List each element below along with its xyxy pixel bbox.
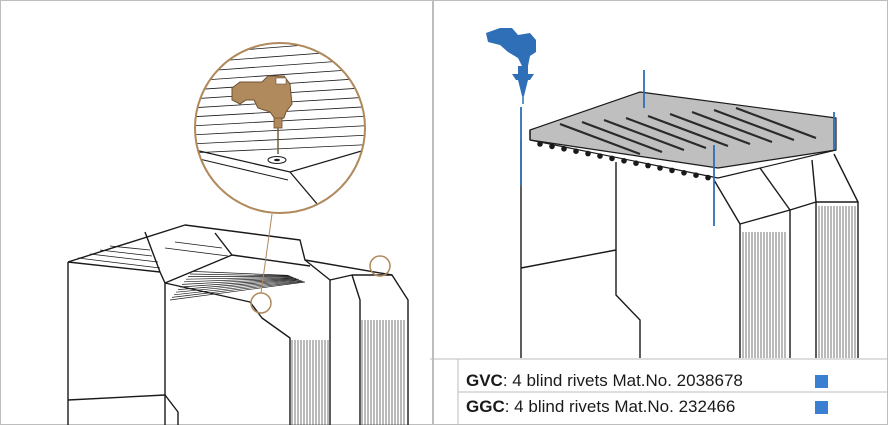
caption-row-ggc: GGC: 4 blind rivets Mat.No. 232466 — [466, 397, 735, 421]
caption-row-gvc: GVC: 4 blind rivets Mat.No. 2038678 — [466, 371, 743, 395]
caption-frame — [430, 358, 888, 425]
rivet-tool-icon — [486, 28, 536, 104]
side-grille — [291, 320, 405, 425]
caption-text-ggc: : 4 blind rivets Mat.No. 232466 — [504, 397, 736, 416]
rivet-markers — [520, 70, 835, 226]
rivet-highlight-2 — [369, 255, 391, 277]
zoom-circle — [194, 42, 366, 214]
marker-square-icon — [815, 375, 828, 388]
zoom-detail — [195, 43, 365, 213]
top-grille — [169, 271, 306, 301]
tray-ribs — [559, 106, 817, 156]
rivet-caption: GVC: 4 blind rivets Mat.No. 2038678 GGC:… — [430, 358, 888, 425]
tray-perforations — [537, 141, 711, 181]
side-grille — [742, 206, 856, 358]
left-illustration — [67, 42, 409, 425]
caption-text-gvc: : 4 blind rivets Mat.No. 2038678 — [502, 371, 743, 390]
zoom-connector — [260, 213, 273, 294]
drill-icon — [231, 75, 293, 154]
caption-code-ggc: GGC — [466, 397, 505, 416]
marker-square-icon — [815, 401, 828, 414]
caption-code-gvc: GVC — [466, 371, 503, 390]
